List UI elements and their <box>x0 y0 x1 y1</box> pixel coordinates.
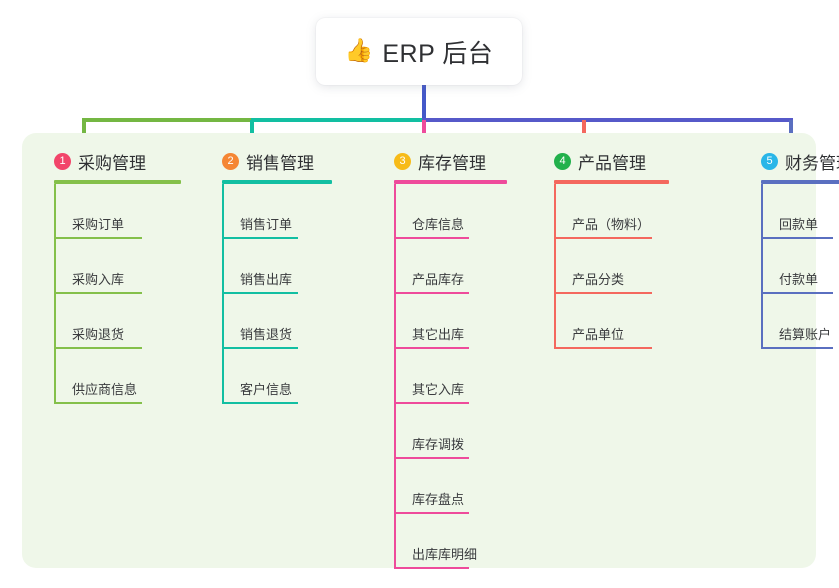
leaf-spine-1 <box>54 184 56 404</box>
leaf-item[interactable]: 结算账户 <box>761 294 833 349</box>
leaf-item-label: 库存盘点 <box>412 492 465 507</box>
leaf-item-label: 供应商信息 <box>72 382 138 397</box>
column-badge-4: 4 <box>554 152 571 170</box>
leaf-item-rule <box>554 347 652 349</box>
leaf-item-rule <box>761 292 833 294</box>
leaf-item-label: 采购入库 <box>72 272 125 287</box>
leaf-item[interactable]: 其它出库 <box>394 294 469 349</box>
column-header-rule-2 <box>222 180 332 184</box>
column-badge-2: 2 <box>222 152 239 170</box>
leaf-item-label: 销售订单 <box>240 217 293 232</box>
column-2: 2 销售管理销售订单销售出库销售退货客户信息 <box>206 140 332 404</box>
leaf-item[interactable]: 出库库明细 <box>394 514 477 569</box>
leaf-spine-5 <box>761 184 763 349</box>
column-4: 4 产品管理产品（物料） 产品分类产品单位 <box>538 140 669 349</box>
leaf-item-label: 销售退货 <box>240 327 293 342</box>
leaf-item-rule <box>394 512 469 514</box>
column-5: 5 财务管理回款单付款单结算账户 <box>745 140 839 349</box>
leaf-item[interactable]: 销售退货 <box>222 294 298 349</box>
leaf-item[interactable]: 产品分类 <box>554 239 652 294</box>
leaf-item-label: 其它出库 <box>412 327 465 342</box>
leaf-item-label: 采购退货 <box>72 327 125 342</box>
column-header-3[interactable]: 3 库存管理 <box>378 140 486 182</box>
column-header-4[interactable]: 4 产品管理 <box>538 140 646 182</box>
column-header-5[interactable]: 5 财务管理 <box>745 140 839 182</box>
column-header-1[interactable]: 1 采购管理 <box>38 140 146 182</box>
leaf-item-rule <box>222 292 298 294</box>
leaf-item-rule <box>394 567 469 569</box>
leaf-item-rule <box>394 237 469 239</box>
leaf-item-rule <box>554 237 652 239</box>
leaf-item-label: 其它入库 <box>412 382 465 397</box>
leaf-item-label: 产品分类 <box>572 272 625 287</box>
leaf-item-rule <box>394 402 469 404</box>
leaf-item-rule <box>54 237 142 239</box>
column-header-rule-5 <box>761 180 839 184</box>
leaf-item[interactable]: 产品库存 <box>394 239 469 294</box>
leaf-item-rule <box>761 237 833 239</box>
leaf-item-rule <box>394 347 469 349</box>
leaf-item-rule <box>761 347 833 349</box>
leaf-item-rule <box>554 292 652 294</box>
leaf-item[interactable]: 客户信息 <box>222 349 298 404</box>
leaf-item-label: 产品（物料） <box>572 217 651 232</box>
leaf-item[interactable]: 库存调拨 <box>394 404 469 459</box>
leaf-spine-2 <box>222 184 224 404</box>
leaf-item-label: 客户信息 <box>240 382 293 397</box>
root-node-card[interactable]: 👍 ERP 后台 <box>316 18 522 85</box>
leaf-item[interactable]: 供应商信息 <box>54 349 142 404</box>
leaf-item-label: 产品单位 <box>572 327 625 342</box>
leaf-item[interactable]: 回款单 <box>761 184 833 239</box>
leaf-item-rule <box>394 292 469 294</box>
column-title-1: 采购管理 <box>78 153 146 173</box>
column-title-5: 财务管理 <box>785 153 839 173</box>
column-title-3: 库存管理 <box>418 153 486 173</box>
thumbs-up-icon: 👍 <box>344 38 374 64</box>
leaf-item-rule <box>54 402 142 404</box>
leaf-spine-4 <box>554 184 556 349</box>
leaf-item[interactable]: 付款单 <box>761 239 833 294</box>
leaf-item[interactable]: 销售出库 <box>222 239 298 294</box>
leaf-item-rule <box>222 402 298 404</box>
column-badge-3: 3 <box>394 152 411 170</box>
leaf-item-label: 采购订单 <box>72 217 125 232</box>
leaf-item-label: 出库库明细 <box>412 547 478 562</box>
leaf-item[interactable]: 采购订单 <box>54 184 142 239</box>
column-header-2[interactable]: 2 销售管理 <box>206 140 314 182</box>
leaf-item-label: 付款单 <box>779 272 819 287</box>
leaf-item-label: 产品库存 <box>412 272 465 287</box>
leaf-item[interactable]: 产品（物料） <box>554 184 652 239</box>
column-header-rule-3 <box>394 180 507 184</box>
leaf-item-rule <box>222 347 298 349</box>
leaf-item[interactable]: 采购入库 <box>54 239 142 294</box>
leaf-item-label: 销售出库 <box>240 272 293 287</box>
leaf-item[interactable]: 采购退货 <box>54 294 142 349</box>
column-header-rule-1 <box>54 180 181 184</box>
leaf-item[interactable]: 销售订单 <box>222 184 298 239</box>
leaf-item[interactable]: 产品单位 <box>554 294 652 349</box>
leaf-item-label: 结算账户 <box>779 327 832 342</box>
leaf-item[interactable]: 仓库信息 <box>394 184 469 239</box>
leaf-item-rule <box>222 237 298 239</box>
column-header-rule-4 <box>554 180 669 184</box>
leaf-item-label: 仓库信息 <box>412 217 465 232</box>
column-badge-1: 1 <box>54 152 71 170</box>
root-node-title: ERP 后台 <box>382 39 494 68</box>
leaf-item[interactable]: 其它入库 <box>394 349 469 404</box>
leaf-item[interactable]: 库存盘点 <box>394 459 469 514</box>
diagram-panel <box>22 133 816 568</box>
column-3: 3 库存管理仓库信息产品库存其它出库其它入库库存调拨库存盘点出库库明细 <box>378 140 507 569</box>
column-badge-5: 5 <box>761 152 778 170</box>
leaf-item-rule <box>54 292 142 294</box>
leaf-item-rule <box>394 457 469 459</box>
leaf-spine-3 <box>394 184 396 569</box>
leaf-item-label: 库存调拨 <box>412 437 465 452</box>
column-title-2: 销售管理 <box>246 153 314 173</box>
leaf-item-label: 回款单 <box>779 217 819 232</box>
leaf-item-rule <box>54 347 142 349</box>
column-title-4: 产品管理 <box>578 153 646 173</box>
column-1: 1 采购管理采购订单采购入库采购退货供应商信息 <box>38 140 181 404</box>
